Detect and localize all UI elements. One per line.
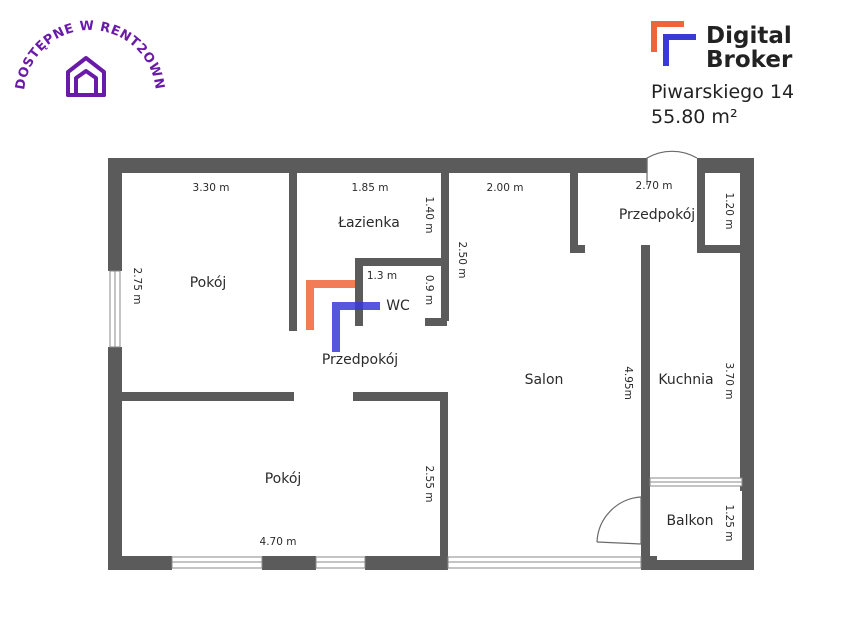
room-label-lazienka: Łazienka	[337, 215, 400, 231]
dim-pokoj-bottom-height: 2.55 m	[423, 466, 435, 503]
house-icon	[66, 56, 106, 97]
dim-pokoj-bottom-width: 4.70 m	[260, 536, 297, 548]
badge-text: DOSTĘPNE W RENT2OWN	[13, 19, 166, 91]
dim-lazienka-width: 1.85 m	[352, 182, 389, 194]
listing-area: 55.80 m²	[651, 106, 738, 128]
dim-przedpokoj-right-height: 1.20 m	[723, 193, 735, 230]
dim-kuchnia-height: 3.70 m	[723, 363, 735, 400]
walls	[108, 158, 754, 570]
windows	[109, 270, 743, 569]
room-label-salon: Salon	[525, 372, 564, 388]
room-label-kuchnia: Kuchnia	[658, 372, 713, 388]
dim-pokoj-top-width: 3.30 m	[193, 182, 230, 194]
room-label-przedpokoj-center: Przedpokój	[322, 352, 398, 368]
dim-wc-width: 1.3 m	[367, 270, 397, 282]
dim-przedpokoj-right-width: 2.70 m	[636, 180, 673, 192]
rent2own-badge: DOSTĘPNE W RENT2OWN	[13, 19, 167, 97]
dim-lazienka-height: 1.40 m	[423, 197, 435, 234]
dim-salon-wall-height: 2.50 m	[456, 242, 468, 279]
dim-salon-top-width: 2.00 m	[487, 182, 524, 194]
brand-name: Digital Broker	[706, 24, 792, 72]
doors	[596, 150, 698, 545]
brand-name-line1: Digital	[706, 23, 792, 49]
dim-salon-height: 4.95m	[622, 366, 634, 400]
room-label-przedpokoj-right: Przedpokój	[619, 207, 695, 223]
svg-text:DOSTĘPNE W RENT2OWN: DOSTĘPNE W RENT2OWN	[13, 19, 167, 91]
dim-pokoj-top-height: 2.75 m	[131, 268, 143, 305]
brand-name-line2: Broker	[706, 47, 793, 73]
listing-address: Piwarskiego 14	[651, 81, 795, 103]
dim-balkon-height: 1.25 m	[723, 505, 735, 542]
watermark-logo-icon	[306, 280, 380, 352]
room-label-pokoj-bottom: Pokój	[265, 471, 302, 487]
dim-wc-height: 0.9 m	[423, 275, 435, 305]
room-label-wc: WC	[386, 298, 410, 314]
room-label-balkon: Balkon	[666, 513, 713, 529]
digital-broker-logo-icon	[651, 21, 696, 66]
room-label-pokoj-top: Pokój	[190, 275, 227, 291]
